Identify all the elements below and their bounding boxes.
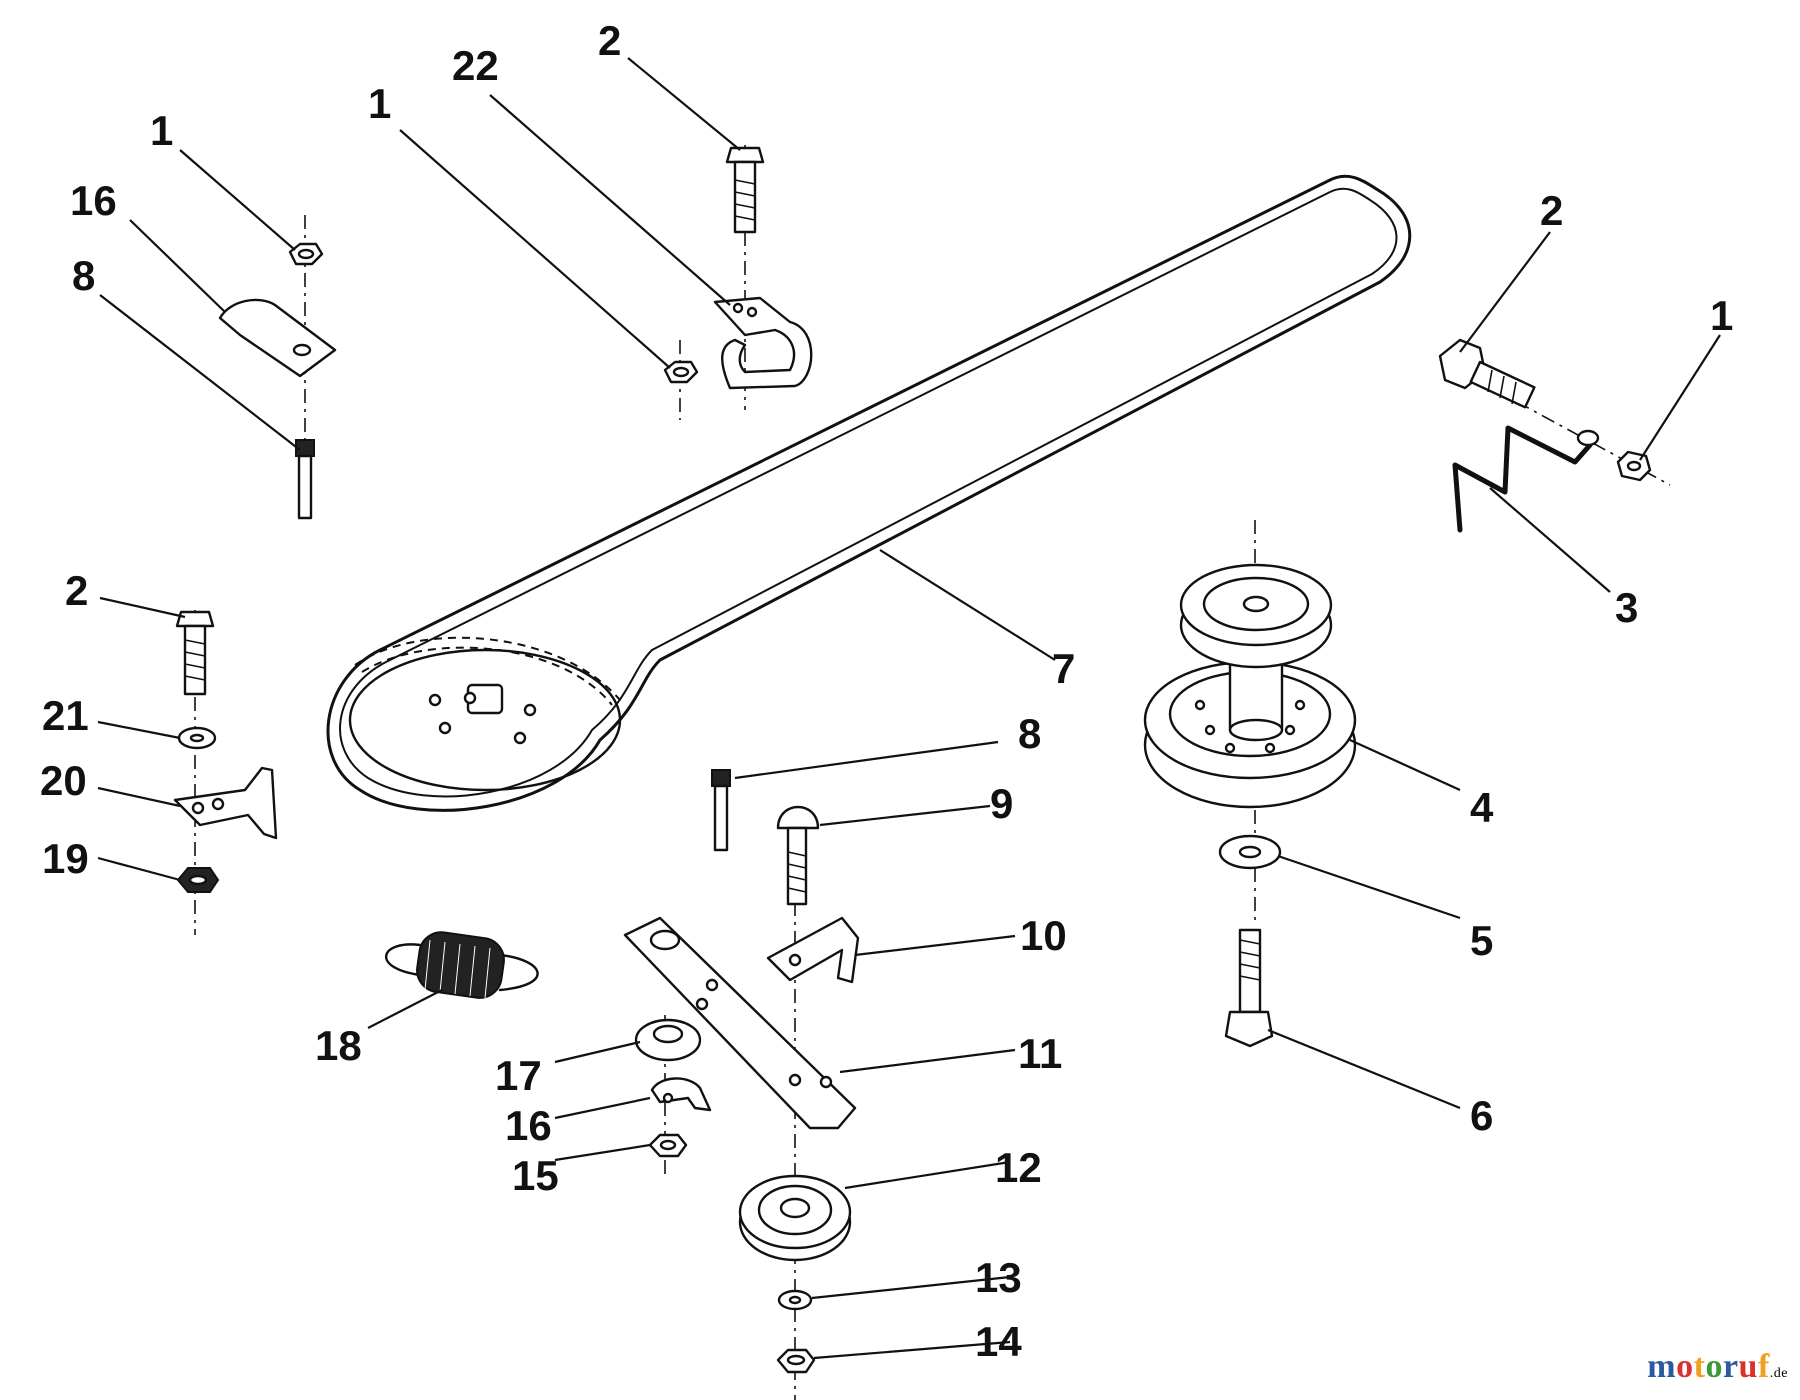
hex-nut-1b [663,360,699,384]
bolt-2c [175,610,215,696]
callout-12: 12 [995,1144,1042,1191]
hex-nut-1a [288,242,324,266]
callout-7: 7 [1052,645,1075,692]
lock-nut-19 [176,867,220,893]
callout-2b: 2 [1540,187,1563,234]
watermark-letter: f [1757,1348,1770,1385]
callout-2a: 2 [598,17,621,64]
callout-22: 22 [452,42,499,89]
callout-11: 11 [1018,1030,1062,1077]
watermark-letters: motoruf [1647,1348,1770,1385]
watermark-letter: o [1676,1348,1694,1385]
washer-13 [777,1289,813,1311]
bracket-22 [713,296,813,390]
idler-arm-11 [623,916,857,1130]
callout-10: 10 [1020,912,1067,959]
hex-nut-15 [648,1133,688,1158]
watermark-letter: u [1738,1348,1758,1385]
clip-16b [650,1077,712,1112]
callout-6: 6 [1470,1092,1493,1139]
washer-5 [1218,834,1282,870]
hex-nut-14 [776,1348,816,1374]
callout-20: 20 [40,757,87,804]
callout-1b: 1 [368,80,391,127]
callout-1c: 1 [1710,292,1733,339]
clip-10 [766,916,860,984]
callout-3: 3 [1615,584,1638,631]
callout-16b: 16 [505,1102,552,1149]
callout-8b: 8 [1018,710,1041,757]
callout-5: 5 [1470,917,1493,964]
watermark-letter: r [1722,1348,1739,1385]
bolt-2b [1438,338,1536,409]
shoulder-bolt-8b [711,769,731,852]
callout-13: 13 [975,1254,1022,1301]
spacer-17 [634,1018,702,1062]
washer-21 [177,726,217,750]
watermark-letter: m [1647,1348,1677,1385]
watermark-letter: t [1693,1348,1706,1385]
carriage-bolt-9 [776,805,820,906]
spring-18 [385,931,539,999]
callout-numbers: 1 16 8 22 1 2 2 1 3 7 2 21 20 19 8 9 4 5… [40,17,1733,1365]
double-pulley-4 [1143,563,1357,809]
callout-14: 14 [975,1318,1022,1365]
callout-18: 18 [315,1022,362,1069]
watermark-letter: o [1705,1348,1723,1385]
rod-3 [1452,425,1600,533]
clip-16a [218,298,337,378]
callout-16a: 16 [70,177,117,224]
idler-pulley-12 [738,1174,852,1262]
bracket-20 [173,766,278,840]
callout-9: 9 [990,780,1013,827]
callout-4: 4 [1470,784,1494,831]
engine-pulley [348,648,622,792]
shoulder-bolt-8a [295,439,315,520]
hex-nut-1c [1616,450,1652,482]
bolt-6 [1224,928,1274,1048]
callout-2c: 2 [65,567,88,614]
leader-lines [97,57,1721,1360]
bolt-2a [725,146,765,234]
watermark-suffix: .de [1769,1366,1788,1381]
callout-21: 21 [42,692,89,739]
callout-15: 15 [512,1152,559,1199]
callout-17: 17 [495,1052,542,1099]
callout-19: 19 [42,835,89,882]
watermark-logo: motoruf.de [1647,1348,1788,1386]
callout-8a: 8 [72,252,95,299]
callout-1a: 1 [150,107,173,154]
